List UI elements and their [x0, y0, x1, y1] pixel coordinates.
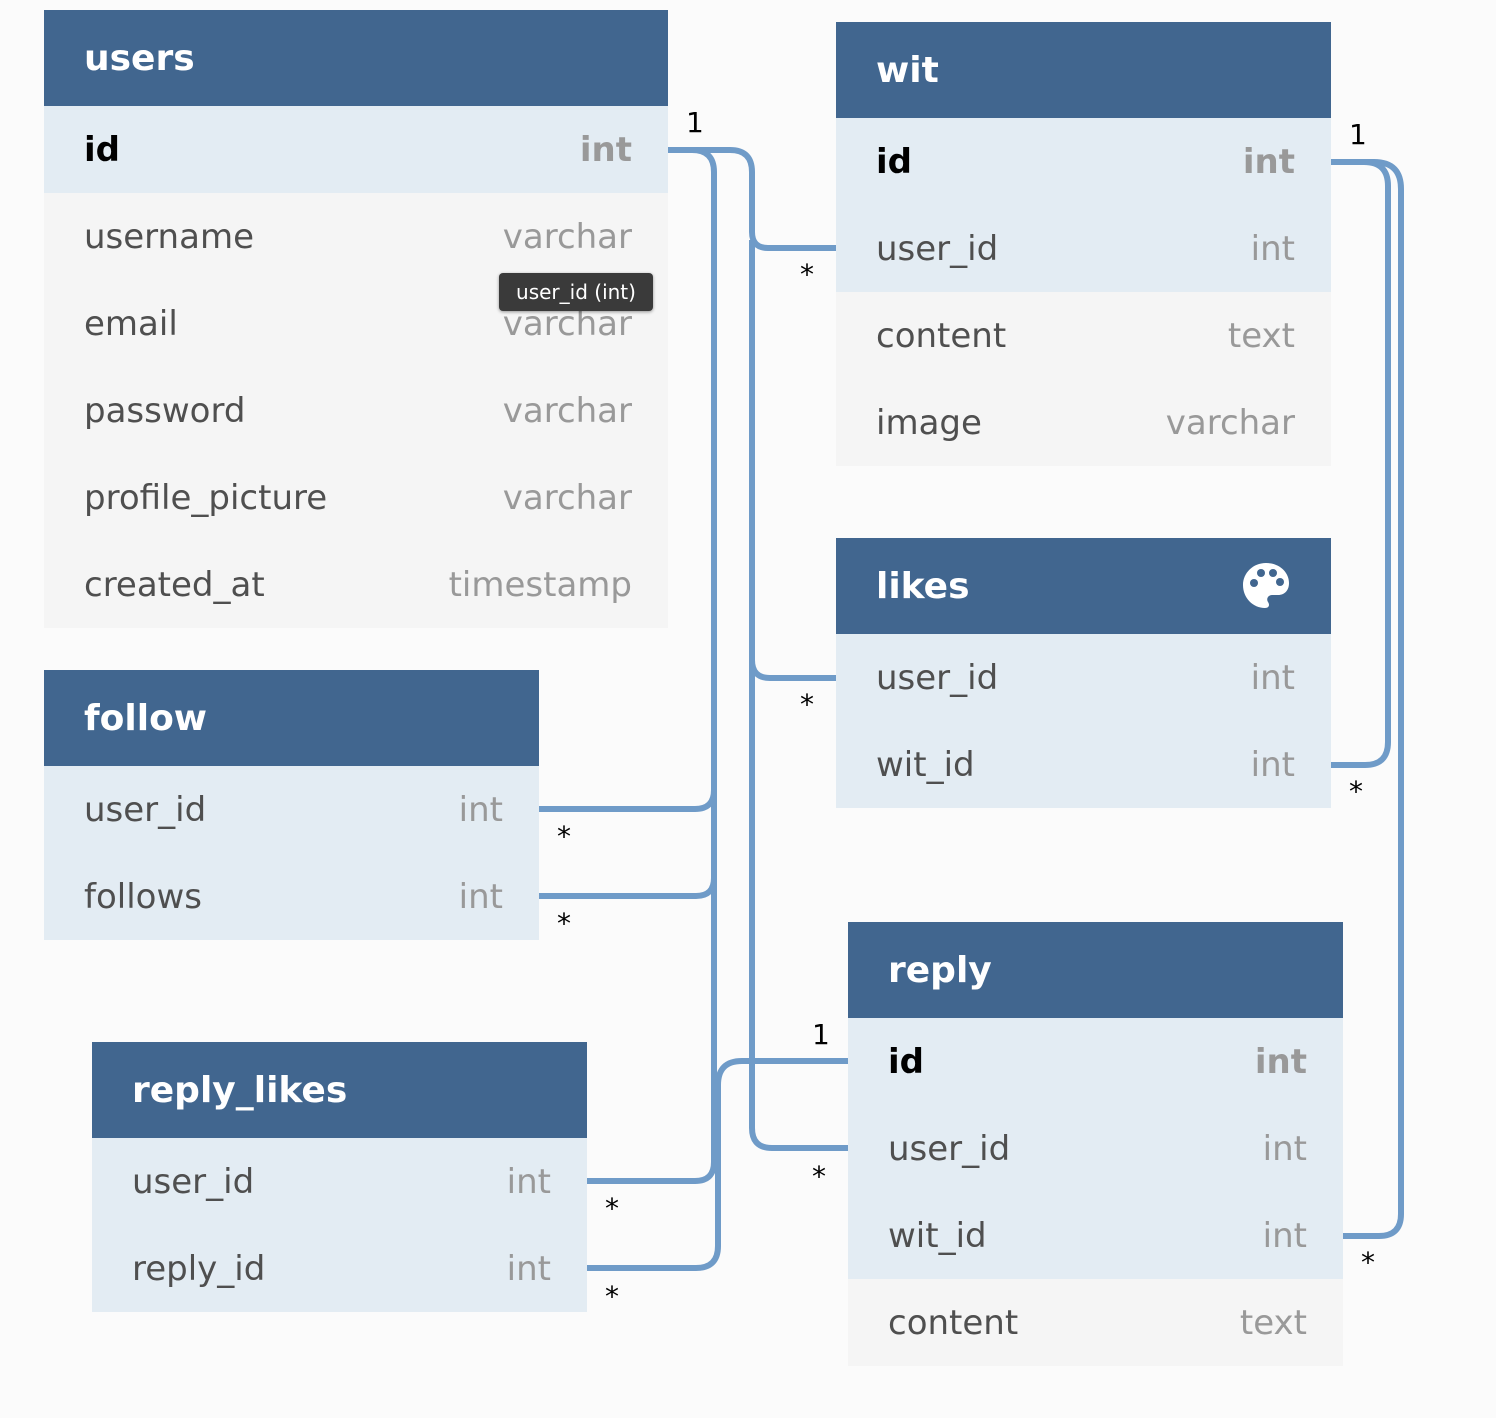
- cardinality-one: 1: [686, 106, 704, 139]
- link-users-reply[interactable]: [749, 660, 848, 1151]
- link-users-wit[interactable]: [668, 147, 836, 251]
- tooltip: user_id (int): [499, 273, 653, 311]
- field-type: varchar: [1165, 402, 1295, 443]
- field-name: content: [876, 315, 1007, 356]
- table-row[interactable]: user_id int: [836, 634, 1331, 721]
- field-type: int: [1250, 744, 1295, 785]
- field-name: id: [888, 1041, 924, 1082]
- table-title: users: [84, 37, 195, 79]
- field-name: user_id: [876, 657, 999, 698]
- cardinality-many: *: [812, 1160, 826, 1193]
- field-name: created_at: [84, 564, 265, 605]
- table-row[interactable]: content text: [836, 292, 1331, 379]
- link-wit-reply[interactable]: [1331, 159, 1404, 1239]
- field-name: reply_id: [132, 1248, 266, 1289]
- field-type: varchar: [502, 477, 632, 518]
- table-header[interactable]: reply: [848, 922, 1343, 1018]
- field-name: id: [84, 129, 120, 170]
- field-type: int: [1250, 228, 1295, 269]
- table-row[interactable]: id int: [44, 106, 668, 193]
- table-row[interactable]: user_id int: [848, 1105, 1343, 1192]
- table-header[interactable]: reply_likes: [92, 1042, 587, 1138]
- table-title: reply_likes: [132, 1069, 348, 1111]
- field-type: int: [1262, 1128, 1307, 1169]
- table-row[interactable]: follows int: [44, 853, 539, 940]
- link-reply-reply-likes[interactable]: [587, 1058, 848, 1271]
- table-title: follow: [84, 697, 208, 739]
- cardinality-many: *: [557, 820, 571, 853]
- field-type: int: [1250, 657, 1295, 698]
- table-row[interactable]: profile_picture varchar: [44, 454, 668, 541]
- cardinality-many: *: [1361, 1246, 1375, 1279]
- field-type: int: [1254, 1041, 1307, 1082]
- table-header[interactable]: users: [44, 10, 668, 106]
- field-name: profile_picture: [84, 477, 328, 518]
- table-row[interactable]: wit_id int: [848, 1192, 1343, 1279]
- table-users[interactable]: users id int username varchar email varchar…: [44, 10, 668, 628]
- table-row[interactable]: user_id int: [44, 766, 539, 853]
- table-header[interactable]: wit: [836, 22, 1331, 118]
- field-name: email: [84, 303, 178, 344]
- table-title: likes: [876, 565, 970, 607]
- table-wit[interactable]: wit id int user_id int content text image va…: [836, 22, 1331, 466]
- table-row[interactable]: reply_id int: [92, 1225, 587, 1312]
- link-users-reply-likes[interactable]: [587, 878, 717, 1184]
- cardinality-many: *: [557, 907, 571, 940]
- table-row[interactable]: content text: [848, 1279, 1343, 1366]
- cardinality-one: 1: [1349, 118, 1367, 151]
- cardinality-one: 1: [812, 1018, 830, 1051]
- cardinality-many: *: [605, 1280, 619, 1313]
- field-name: user_id: [876, 228, 999, 269]
- palette-icon[interactable]: [1241, 561, 1291, 611]
- field-type: int: [1262, 1215, 1307, 1256]
- table-row[interactable]: id int: [848, 1018, 1343, 1105]
- field-type: int: [506, 1161, 551, 1202]
- cardinality-many: *: [800, 258, 814, 291]
- cardinality-many: *: [800, 688, 814, 721]
- cardinality-many: *: [1349, 775, 1363, 808]
- link-users-likes[interactable]: [749, 240, 836, 681]
- field-name: wit_id: [888, 1215, 987, 1256]
- field-type: int: [506, 1248, 551, 1289]
- link-wit-likes[interactable]: [1331, 159, 1391, 768]
- table-header[interactable]: follow: [44, 670, 539, 766]
- field-type: varchar: [502, 216, 632, 257]
- table-title: reply: [888, 949, 992, 991]
- field-name: username: [84, 216, 254, 257]
- table-row[interactable]: user_id int: [836, 205, 1331, 292]
- table-row[interactable]: id int: [836, 118, 1331, 205]
- table-title: wit: [876, 49, 939, 91]
- table-row[interactable]: image varchar: [836, 379, 1331, 466]
- table-row[interactable]: username varchar: [44, 193, 668, 280]
- field-name: follows: [84, 876, 202, 917]
- table-row[interactable]: user_id int: [92, 1138, 587, 1225]
- field-name: password: [84, 390, 246, 431]
- field-name: id: [876, 141, 912, 182]
- field-type: timestamp: [448, 564, 632, 605]
- field-name: wit_id: [876, 744, 975, 785]
- field-type: int: [1242, 141, 1295, 182]
- link-users-follow-user[interactable]: [539, 147, 717, 812]
- field-name: image: [876, 402, 982, 443]
- table-row[interactable]: password varchar: [44, 367, 668, 454]
- field-type: varchar: [502, 390, 632, 431]
- table-header[interactable]: likes: [836, 538, 1331, 634]
- field-name: user_id: [888, 1128, 1011, 1169]
- field-type: text: [1239, 1302, 1307, 1343]
- field-type: int: [458, 789, 503, 830]
- field-type: int: [579, 129, 632, 170]
- field-name: user_id: [84, 789, 207, 830]
- field-type: text: [1227, 315, 1295, 356]
- field-name: user_id: [132, 1161, 255, 1202]
- cardinality-many: *: [605, 1192, 619, 1225]
- table-row[interactable]: wit_id int: [836, 721, 1331, 808]
- field-type: int: [458, 876, 503, 917]
- field-name: content: [888, 1302, 1019, 1343]
- table-row[interactable]: created_at timestamp: [44, 541, 668, 628]
